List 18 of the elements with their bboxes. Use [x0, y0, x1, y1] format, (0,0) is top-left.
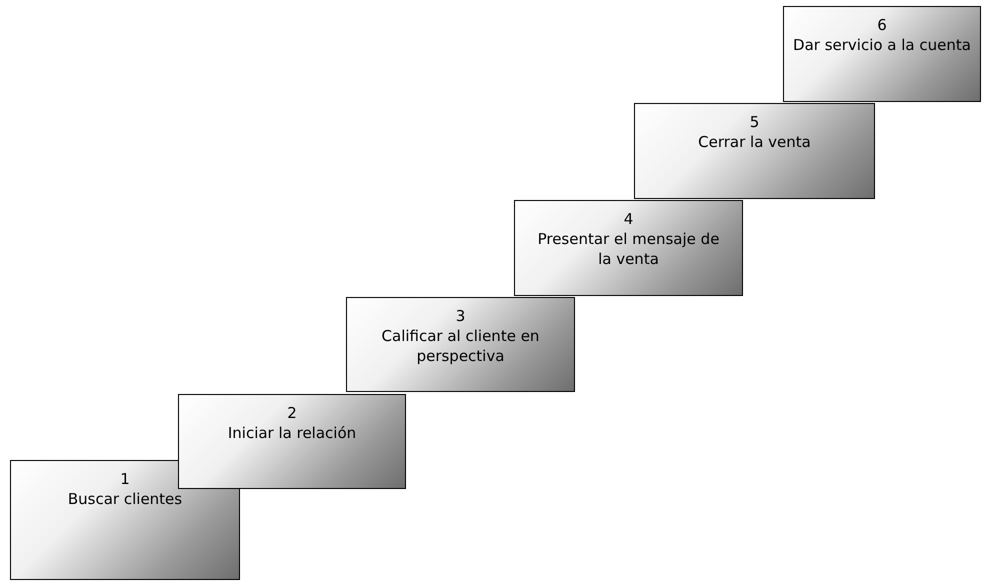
- step-number: 3: [456, 306, 466, 326]
- step-box: [10, 460, 240, 580]
- step-label: Dar servicio a la cuenta: [793, 35, 971, 55]
- step-label: Presentar el mensaje de la venta: [536, 229, 720, 269]
- step-number: 6: [877, 15, 887, 35]
- step-label: Buscar clientes: [68, 489, 182, 509]
- step-box: [783, 6, 981, 102]
- step-number: 2: [287, 403, 297, 423]
- step-number: 4: [624, 209, 634, 229]
- step-label: Calificar al cliente en perspectiva: [380, 326, 540, 366]
- step-box: [634, 103, 875, 199]
- step-box: [514, 200, 743, 296]
- step-label: Cerrar la venta: [698, 132, 811, 152]
- step-label: Iniciar la relación: [228, 423, 356, 443]
- step-number: 1: [120, 469, 130, 489]
- step-box: [346, 297, 575, 392]
- step-box: [178, 394, 406, 489]
- step-number: 5: [750, 112, 760, 132]
